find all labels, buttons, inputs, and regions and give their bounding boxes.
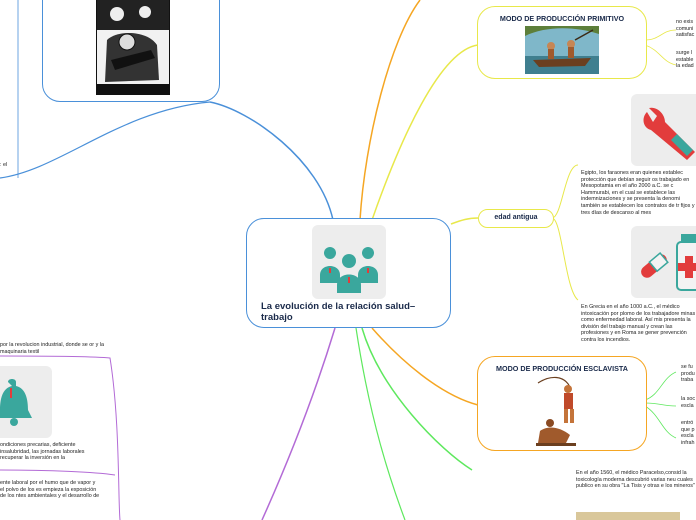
connector-orange-esclavista [371, 327, 479, 406]
medicine-icon [641, 234, 696, 291]
firstaid-card [631, 226, 696, 298]
connector-green-escl-2 [644, 402, 677, 407]
connector-yellow-antigua-top [551, 164, 579, 219]
connector-purple-left-2 [0, 469, 116, 476]
primitivo-image [525, 26, 599, 74]
industrial-top-text: por la revolucion industrial, donde se o… [0, 342, 104, 355]
esclavista-image [530, 373, 592, 447]
esclavista-note-1: se fu produ traba [681, 364, 695, 384]
slave-overseer-icon [536, 376, 576, 446]
connector-orange [359, 0, 421, 221]
central-image-card [312, 225, 386, 299]
connector-yellow-antigua [450, 217, 479, 225]
connector-blue-left [0, 101, 211, 179]
connector-green-escl-3 [644, 405, 677, 439]
paracelso-image [576, 512, 680, 520]
connector-purple [261, 327, 336, 520]
esclavista-label: MODO DE PRODUCCIÓN ESCLAVISTA [496, 364, 628, 373]
connector-yellow-prim-2 [644, 44, 677, 66]
bell-icon [0, 379, 32, 426]
central-title: La evolución de la relación salud–trabaj… [261, 301, 416, 323]
connector-purple-left [0, 355, 121, 520]
egipto-text: Egipto, los faraones eran quienes establ… [581, 170, 695, 216]
primitivo-label: MODO DE PRODUCCIÓN PRIMITIVO [499, 14, 625, 23]
connector-blue [209, 101, 334, 221]
connector-green-escl-1 [644, 371, 677, 401]
paracelso-text: En el año 1560, el médico Paracelso,cons… [576, 470, 695, 490]
wrench-icon [643, 107, 695, 160]
miner-icon [97, 0, 169, 94]
primitivo-note-1: no exis comuni satisfac [676, 19, 695, 39]
connector-green-low [355, 327, 406, 520]
top-left-node[interactable] [42, 0, 220, 102]
bell-card [0, 366, 52, 438]
connector-yellow-antigua-bottom [551, 217, 579, 301]
industrial-conditions-text: ondiciones precarias, deficiente insalub… [0, 442, 85, 462]
primitivo-note-2: surge l estable la edad [676, 50, 694, 70]
esclavista-node[interactable]: MODO DE PRODUCCIÓN ESCLAVISTA [477, 356, 647, 451]
central-topic-node[interactable]: La evolución de la relación salud–trabaj… [246, 218, 451, 328]
edad-antigua-node[interactable]: edad antigua [478, 209, 554, 228]
miner-engraving [96, 0, 170, 95]
connector-green [361, 327, 473, 471]
wrench-card [631, 94, 696, 166]
esclavista-note-3: entró que p escla infrah [681, 420, 695, 446]
team-icon [320, 247, 378, 293]
connector-yellow-prim-1 [644, 29, 677, 41]
primitivo-node[interactable]: MODO DE PRODUCCIÓN PRIMITIVO [477, 6, 647, 79]
grecia-text: En Grecia en el año 1000 a.C., el médico… [581, 304, 696, 343]
left-top-text: : el [0, 162, 8, 168]
canoe-hunters-icon [525, 26, 599, 74]
industrial-vapor-text: ente laboral por el humo que de vapor y … [0, 480, 100, 500]
esclavista-note-2: la soc escla [681, 396, 696, 409]
connector-yellow-primitivo [371, 44, 479, 221]
